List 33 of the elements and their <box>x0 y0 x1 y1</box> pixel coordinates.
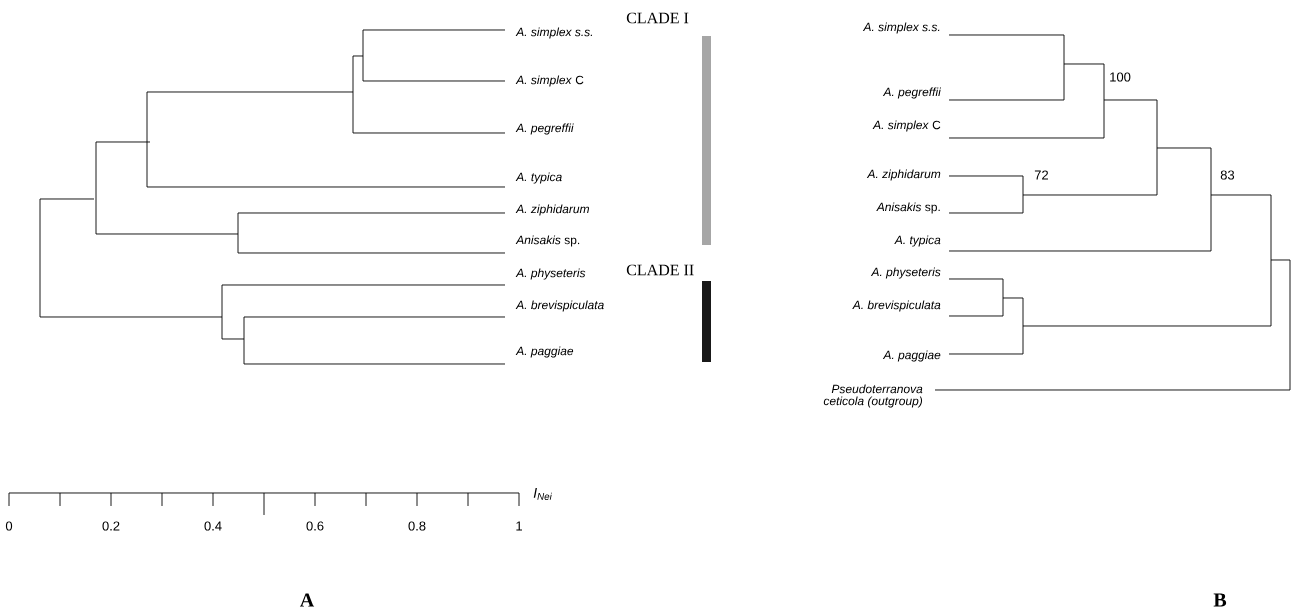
taxon-label: A. simplex C <box>872 120 941 132</box>
number-label: 0.4 <box>204 521 222 531</box>
taxon-label: A. paggiae <box>515 346 574 358</box>
taxon-label: A. brevispiculata <box>515 300 604 312</box>
taxon-label: A. paggiae <box>882 350 941 362</box>
number-label: 83 <box>1220 170 1235 180</box>
number-label: 0 <box>5 521 13 531</box>
taxon-label: A. typica <box>515 172 562 184</box>
panel-letter: A <box>300 593 315 607</box>
taxon-label: A. pegreffii <box>882 87 942 99</box>
clade-label: CLADE I <box>626 12 689 24</box>
number-label: 0.8 <box>408 521 426 531</box>
panel-letter: B <box>1213 593 1227 607</box>
taxon-label: A. ziphidarum <box>866 169 941 181</box>
taxon-label: Pseudoterranova ceticola (outgroup) <box>823 384 923 408</box>
number-label: 100 <box>1110 72 1131 82</box>
taxon-label: A. simplex C <box>515 75 584 87</box>
taxon-label: Anisakis sp. <box>515 235 580 247</box>
number-label: 1 <box>516 521 522 531</box>
taxon-label: A. physeteris <box>515 268 586 280</box>
number-label: 0.6 <box>306 521 324 531</box>
taxon-label: A. brevispiculata <box>852 300 941 312</box>
taxon-label: A. typica <box>894 235 941 247</box>
taxon-label: Anisakis sp. <box>876 202 940 214</box>
number-label: 0.2 <box>102 521 120 531</box>
taxon-label: A. simplex s.s. <box>862 22 940 34</box>
taxon-label: A. simplex s.s. <box>515 27 593 39</box>
taxon-label: A. physeteris <box>870 267 941 279</box>
taxon-label: A. pegreffii <box>515 123 574 135</box>
number-label: 72 <box>1034 170 1048 180</box>
axis-title: I$_{Nei}$ <box>533 488 552 500</box>
clade-label: CLADE II <box>626 264 694 276</box>
taxon-label: A. ziphidarum <box>515 204 589 216</box>
